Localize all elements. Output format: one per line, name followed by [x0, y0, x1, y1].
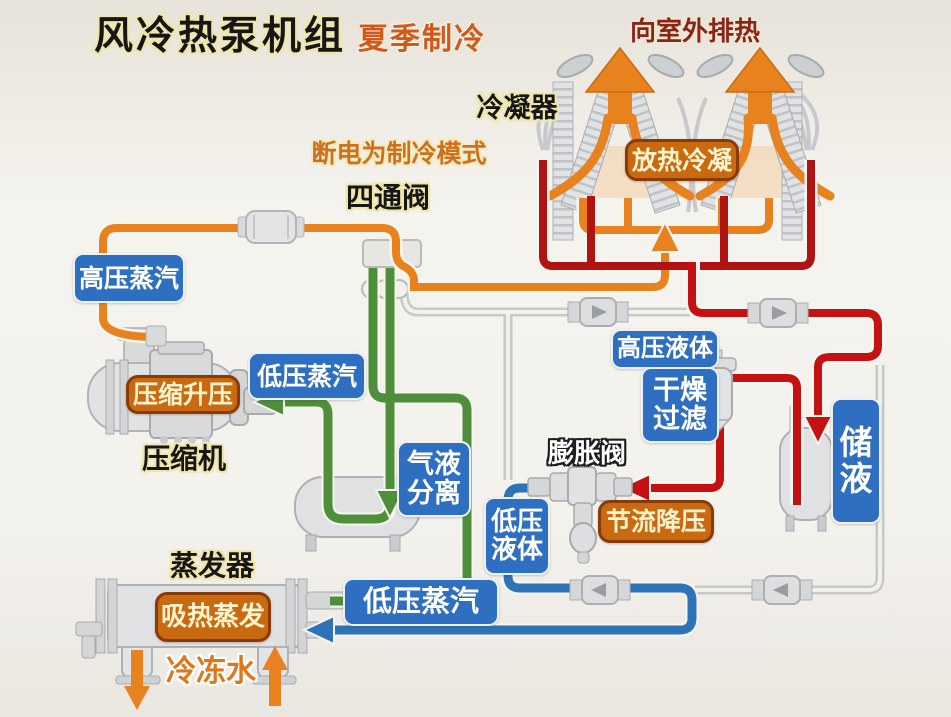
condenser-label: 冷凝器 — [476, 93, 558, 125]
state-dry-filter: 干燥过滤 — [641, 367, 719, 443]
muffler — [237, 210, 305, 244]
mode-title: 夏季制冷 — [358, 21, 486, 57]
hot-gas-flow-arrow-up — [648, 219, 682, 253]
expansion-valve-label: 膨胀阀 — [547, 438, 626, 469]
page-title: 风冷热泵机组 — [93, 13, 346, 59]
state-high-pressure-liquid: 高压液体 — [611, 329, 719, 369]
power-off-note: 断电为制冷模式 — [311, 138, 487, 168]
fan-airflow-arrow — [545, 46, 835, 201]
liquid-flow-arrow-down — [802, 415, 834, 447]
liquid-flow-arrow-left-evap — [301, 614, 335, 646]
chilled-water-out-arrow — [124, 650, 150, 710]
expansion-valve-body — [527, 451, 633, 564]
process-evaporate: 吸热蒸发 — [155, 592, 271, 642]
four-way-valve-label: 四通阀 — [345, 180, 430, 214]
state-low-pressure-liquid: 低压液体 — [484, 497, 550, 575]
fan-blade-icon — [556, 53, 825, 79]
condenser-assembly — [536, 46, 835, 241]
chilled-water-label: 冷冻水 — [166, 653, 256, 689]
state-liquid-storage: 储液 — [831, 398, 881, 524]
inactive-pipes — [399, 291, 885, 595]
evaporator-label: 蒸发器 — [169, 548, 254, 582]
process-compress: 压缩升压 — [126, 375, 240, 414]
state-gas-liquid-separation: 气液分离 — [397, 441, 471, 517]
process-throttle: 节流降压 — [598, 500, 714, 543]
state-low-pressure-vapor-bottom: 低压蒸汽 — [343, 578, 499, 626]
compressor-label: 压缩机 — [141, 441, 226, 475]
state-low-pressure-vapor: 低压蒸汽 — [248, 352, 366, 400]
liquid-flow-arrow-left — [617, 472, 651, 504]
process-condense: 放热冷凝 — [625, 139, 739, 181]
condensed-liquid-pipe — [539, 160, 815, 270]
state-high-pressure-vapor: 高压蒸汽 — [73, 253, 185, 303]
outdoor-heat-note: 向室外排热 — [629, 16, 760, 47]
check-valve — [567, 297, 813, 605]
chilled-water-in-arrow — [262, 646, 288, 706]
discharge-clamp — [145, 325, 167, 347]
